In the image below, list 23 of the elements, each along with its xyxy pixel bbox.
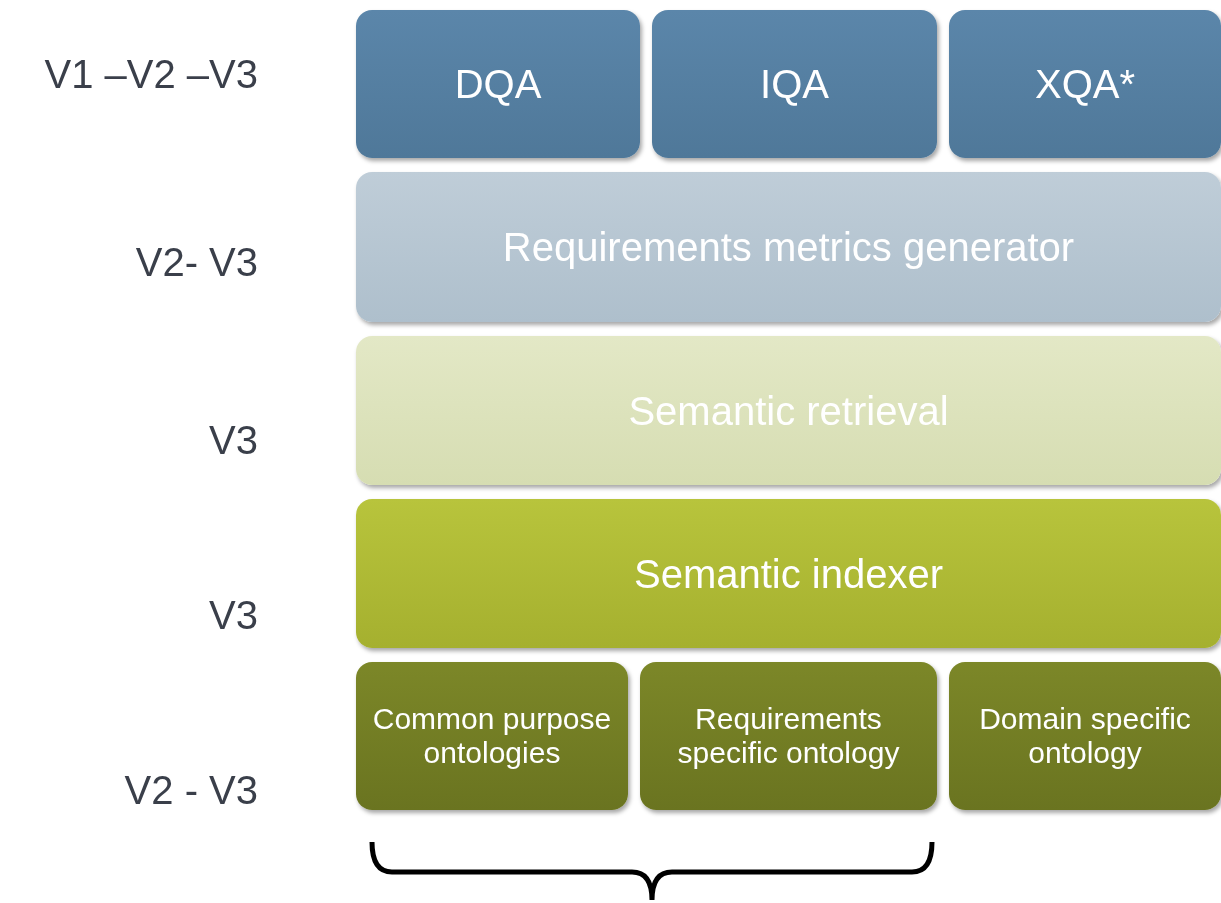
layer-label: Domain specific ontology [978,701,1192,771]
layer-box [640,662,937,810]
layer-box [356,662,628,810]
version-label: V3 [209,593,258,638]
layer-box [652,10,937,158]
layer-label: Requirements metrics generator [502,224,1075,270]
layer-label: XQA* [1034,61,1135,107]
layer-label: Requirements specific ontology [676,701,901,771]
version-label: V2- V3 [135,240,258,285]
layer-label: DQA [454,61,542,107]
version-label: V2 - V3 [124,768,258,813]
layer-box [949,662,1221,810]
layer-label: Common purpose ontologies [371,701,613,771]
layer-box [356,172,1221,322]
layer-box [356,499,1221,648]
layer-label: IQA [760,61,829,107]
layer-box [949,10,1221,158]
version-label: V3 [209,418,258,463]
layer-label: Semantic indexer [633,550,943,597]
version-label: V1 –V2 –V3 [44,52,258,97]
layer-label: Semantic retrieval [628,387,949,434]
layer-box [356,10,640,158]
layer-box [356,336,1221,485]
